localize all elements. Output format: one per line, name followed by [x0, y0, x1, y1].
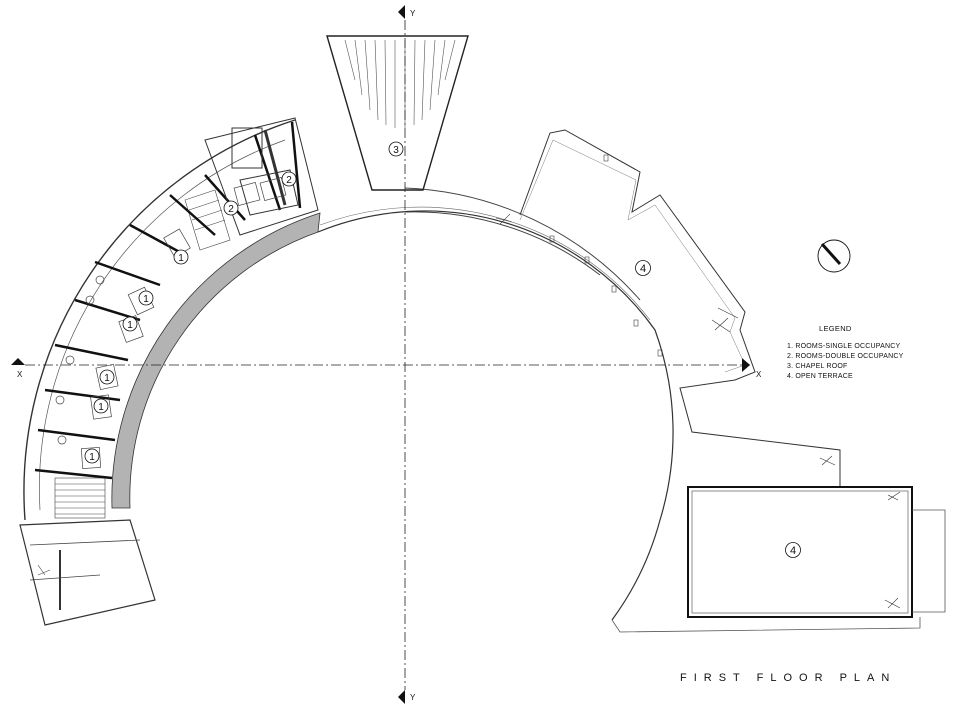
room-tag-chapel: 3	[388, 141, 404, 157]
room-tag-double-1: 2	[223, 200, 239, 216]
svg-text:4: 4	[640, 263, 646, 275]
room-tag-single-6: 1	[84, 448, 100, 464]
wing-outer-shell-2	[39, 139, 286, 511]
drain-marks	[495, 213, 901, 609]
corridor-band	[111, 212, 321, 509]
legend-item-1: 1. ROOMS-SINGLE OCCUPANCY	[787, 343, 901, 350]
wing-outer-shell	[23, 119, 296, 521]
svg-text:3: 3	[393, 145, 399, 156]
legend-item-3: 3. CHAPEL ROOF	[787, 363, 848, 370]
courtyard-edge	[317, 210, 674, 621]
staircase-upper	[184, 189, 231, 251]
courtyard-edge-inner	[319, 206, 651, 321]
axis-lines	[25, 20, 750, 690]
svg-text:1: 1	[89, 452, 95, 463]
svg-text:1: 1	[178, 253, 184, 264]
legend: LEGEND 1. ROOMS-SINGLE OCCUPANCY 2. ROOM…	[787, 324, 904, 380]
room-tag-terrace-upper: 4	[635, 260, 651, 276]
axis-label-y-top: Y	[410, 9, 416, 18]
plan-title: FIRST FLOOR PLAN	[680, 672, 896, 684]
svg-text:1: 1	[98, 402, 104, 413]
room-tag-single-3: 1	[122, 316, 138, 332]
room-tag-double-2: 2	[281, 171, 297, 187]
svg-text:2: 2	[286, 175, 292, 186]
svg-text:1: 1	[104, 373, 110, 384]
wing-end	[19, 519, 156, 626]
axis-label-y-bottom: Y	[410, 693, 416, 702]
svg-text:1: 1	[143, 294, 149, 305]
svg-text:4: 4	[790, 545, 796, 557]
staircase-lower	[54, 477, 106, 519]
terrace-columns	[549, 154, 663, 357]
svg-text:1: 1	[127, 320, 133, 331]
terrace-upper-inner	[519, 139, 746, 373]
room-tag-terrace-lower: 4	[785, 542, 801, 558]
svg-text:2: 2	[228, 204, 234, 215]
axis-label-x-right: X	[756, 370, 762, 379]
north-arrow-icon	[817, 239, 851, 273]
ring-outer-arc	[404, 187, 641, 301]
room-tag-single-2: 1	[138, 290, 154, 306]
chapel-roof	[326, 35, 469, 191]
legend-item-4: 4. OPEN TERRACE	[787, 373, 853, 380]
legend-item-2: 2. ROOMS-DOUBLE OCCUPANCY	[787, 353, 904, 360]
room-tag-single-5: 1	[93, 398, 109, 414]
ring-inner-arc	[404, 211, 601, 276]
terrace-upper	[519, 129, 841, 488]
legend-title: LEGEND	[819, 324, 852, 333]
room-partitions	[34, 121, 302, 480]
furniture	[55, 177, 287, 469]
room-tag-single-1: 1	[173, 249, 189, 265]
axis-markers	[11, 5, 750, 704]
terrace-lower	[611, 486, 946, 633]
room-tag-single-4: 1	[99, 369, 115, 385]
axis-label-x-left: X	[17, 370, 23, 379]
upper-room-block	[204, 117, 319, 236]
